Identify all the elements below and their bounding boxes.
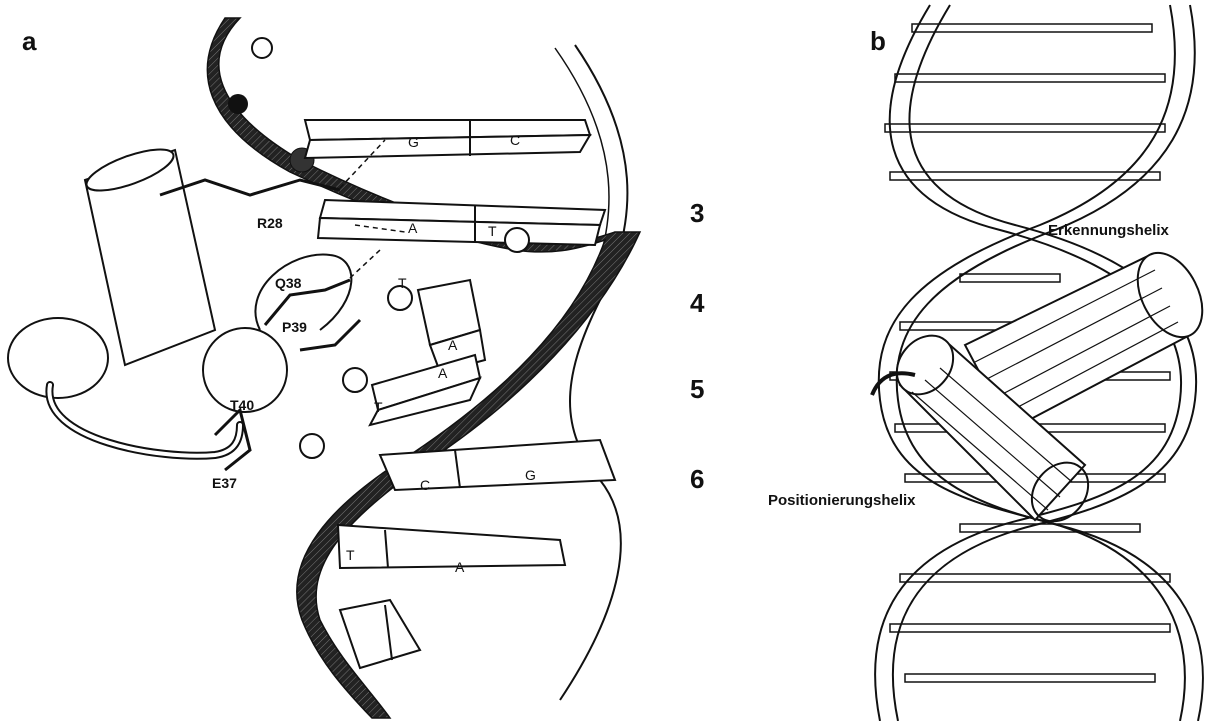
position-number: 3 [690,198,704,228]
residue-label: R28 [257,215,283,231]
side-chain [160,180,340,195]
position-number: 5 [690,374,704,404]
residue-label: P39 [282,319,307,335]
methyl-group [505,228,529,252]
base-label: C [510,132,520,148]
dna-rung [895,74,1165,82]
base-label: A [455,559,465,575]
dna-rung [905,674,1155,682]
methyl-group [343,368,367,392]
positioning-helix-label: Positionierungshelix [768,492,916,509]
base-label: T [398,275,407,291]
base-label: A [448,337,458,353]
base-label: G [525,467,536,483]
base-label: T [346,547,355,563]
base-label: T [374,399,383,415]
dna-rung [960,274,1060,282]
residue-label: Q38 [275,275,302,291]
methyl-group [300,434,324,458]
base-label: G [408,134,419,150]
protein-helix-cylinder [8,141,215,398]
base-pair-box [338,525,565,568]
position-number: 4 [690,288,705,318]
panel-a-label: a [22,26,37,56]
position-number: 6 [690,464,704,494]
base-label: A [438,365,448,381]
base-label: T [488,223,497,239]
dna-rung [912,24,1152,32]
base-pair-box [305,135,590,158]
residue-label: E37 [212,475,237,491]
residue-label: T40 [230,397,254,413]
dna-rung [900,574,1170,582]
recognition-helix-label: Erkennungshelix [1048,222,1170,239]
panel-a-diagram: a 3 4 5 6 R28 Q38 P39 T40 E37 G C A T T … [8,18,705,718]
base-pair-box [380,440,615,490]
side-chain [300,320,360,350]
side-chain [215,410,250,470]
base-label: C [420,477,430,493]
panel-b-diagram: b Erkennungshelix Positionierungshelix [768,5,1215,721]
phosphate-circle [252,38,272,58]
panel-b-label: b [870,26,886,56]
phosphate-circle [228,94,248,114]
base-pair-box [340,600,420,668]
base-label: A [408,220,418,236]
dna-rung [885,124,1165,132]
dna-rung [890,624,1170,632]
